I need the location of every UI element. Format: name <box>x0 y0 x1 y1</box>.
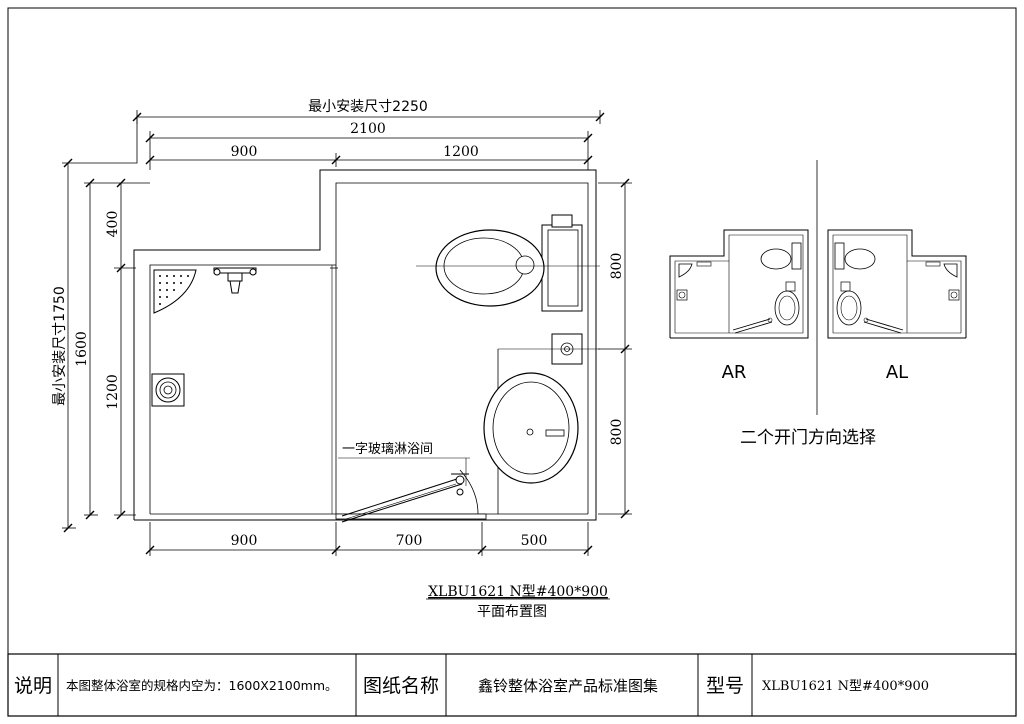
shower-mixer <box>213 267 257 294</box>
dimension-top-split <box>145 153 593 167</box>
washbasin <box>483 349 579 514</box>
height-1200-label: 1200 <box>105 374 121 410</box>
drawing-subtitle: 平面布置图 <box>477 604 547 620</box>
bottom-mid-dimension: 700 <box>396 533 423 549</box>
right-upper-dimension: 800 <box>609 253 625 280</box>
drawing-frame <box>7 7 1017 655</box>
title-block-name-label: 图纸名称 <box>363 675 439 697</box>
bottom-right-dimension: 500 <box>521 533 548 549</box>
dimension-min-install-height <box>62 158 122 533</box>
variant-ar-plan <box>669 229 809 339</box>
dimension-height-1600 <box>84 178 150 520</box>
top-right-dimension: 1200 <box>443 144 479 160</box>
top-left-dimension: 900 <box>231 144 258 160</box>
title-block-note-label: 说明 <box>14 675 52 697</box>
variant-al-plan <box>827 229 967 339</box>
height-1600-label: 1600 <box>74 331 90 367</box>
min-install-width-label: 最小安装尺寸2250 <box>308 99 428 115</box>
toilet <box>435 214 583 312</box>
bottom-left-dimension: 900 <box>231 533 258 549</box>
variant-caption: 二个开门方向选择 <box>740 428 876 448</box>
shower-glass-label: 一字玻璃淋浴间 <box>342 442 433 457</box>
variant-ar-label: AR <box>722 362 747 383</box>
dimension-bottom <box>145 522 593 556</box>
drawing-code: XLBU1621 N型#400*900 <box>428 584 608 600</box>
title-block-model-label: 型号 <box>706 675 744 697</box>
min-install-height-label: 最小安装尺寸1750 <box>52 286 68 406</box>
height-400-label: 400 <box>105 211 121 238</box>
title-block-name-value: 鑫铃整体浴室产品标准图集 <box>478 677 658 695</box>
title-block-frame <box>7 653 1017 717</box>
shower-label-leader <box>338 457 470 486</box>
overall-width-label: 2100 <box>350 121 386 137</box>
dimension-height-1200 <box>114 178 136 520</box>
title-block-model-value: XLBU1621 N型#400*900 <box>762 679 929 694</box>
floor-drain <box>151 373 185 407</box>
variant-al-label: AL <box>886 362 908 383</box>
dimension-overall-width <box>145 131 593 170</box>
glass-shower-screen <box>335 469 487 523</box>
corner-shelf <box>153 269 197 314</box>
title-block-note-text: 本图整体浴室的规格内空为：1600X2100mm。 <box>66 678 338 693</box>
dimension-right <box>598 178 632 519</box>
right-lower-dimension: 800 <box>609 419 625 446</box>
